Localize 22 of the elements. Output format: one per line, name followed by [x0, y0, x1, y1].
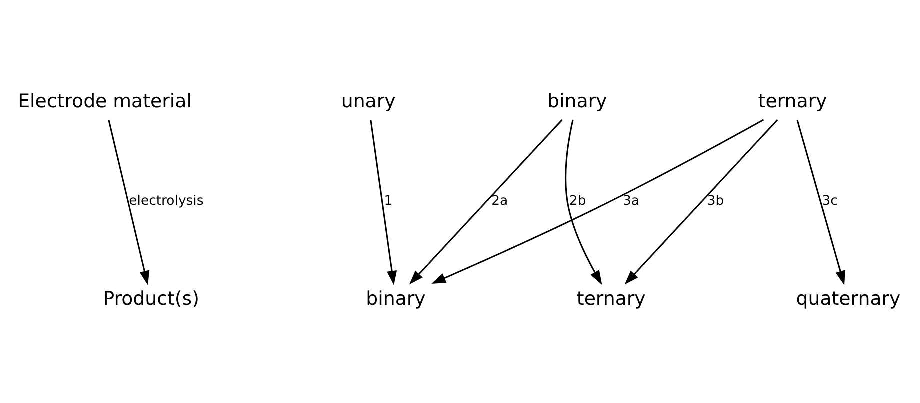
node-text: unary: [341, 90, 396, 113]
edge-label: electrolysis: [129, 194, 204, 209]
node-text: quaternary: [796, 288, 901, 310]
edge-label: 2b: [569, 194, 586, 209]
arrow: [796, 120, 846, 286]
edge-label: 3b: [707, 194, 724, 209]
arrow: [565, 120, 602, 285]
node-text: binary: [548, 90, 608, 113]
arrow: [409, 120, 563, 285]
arrow: [624, 120, 778, 285]
node-text: binary: [366, 288, 426, 310]
arrow: [432, 119, 764, 284]
node-text: ternary: [758, 90, 828, 113]
arrow: [370, 120, 398, 286]
node-text: ternary: [576, 288, 646, 310]
node-text: Electrode material: [18, 90, 192, 113]
edge-label: 1: [384, 194, 393, 209]
edge-label: 2a: [492, 194, 508, 209]
edge-label: 3c: [822, 194, 838, 209]
edge-label: 3a: [622, 194, 640, 209]
node-text: Product(s): [103, 288, 200, 310]
arrow: [108, 120, 150, 286]
